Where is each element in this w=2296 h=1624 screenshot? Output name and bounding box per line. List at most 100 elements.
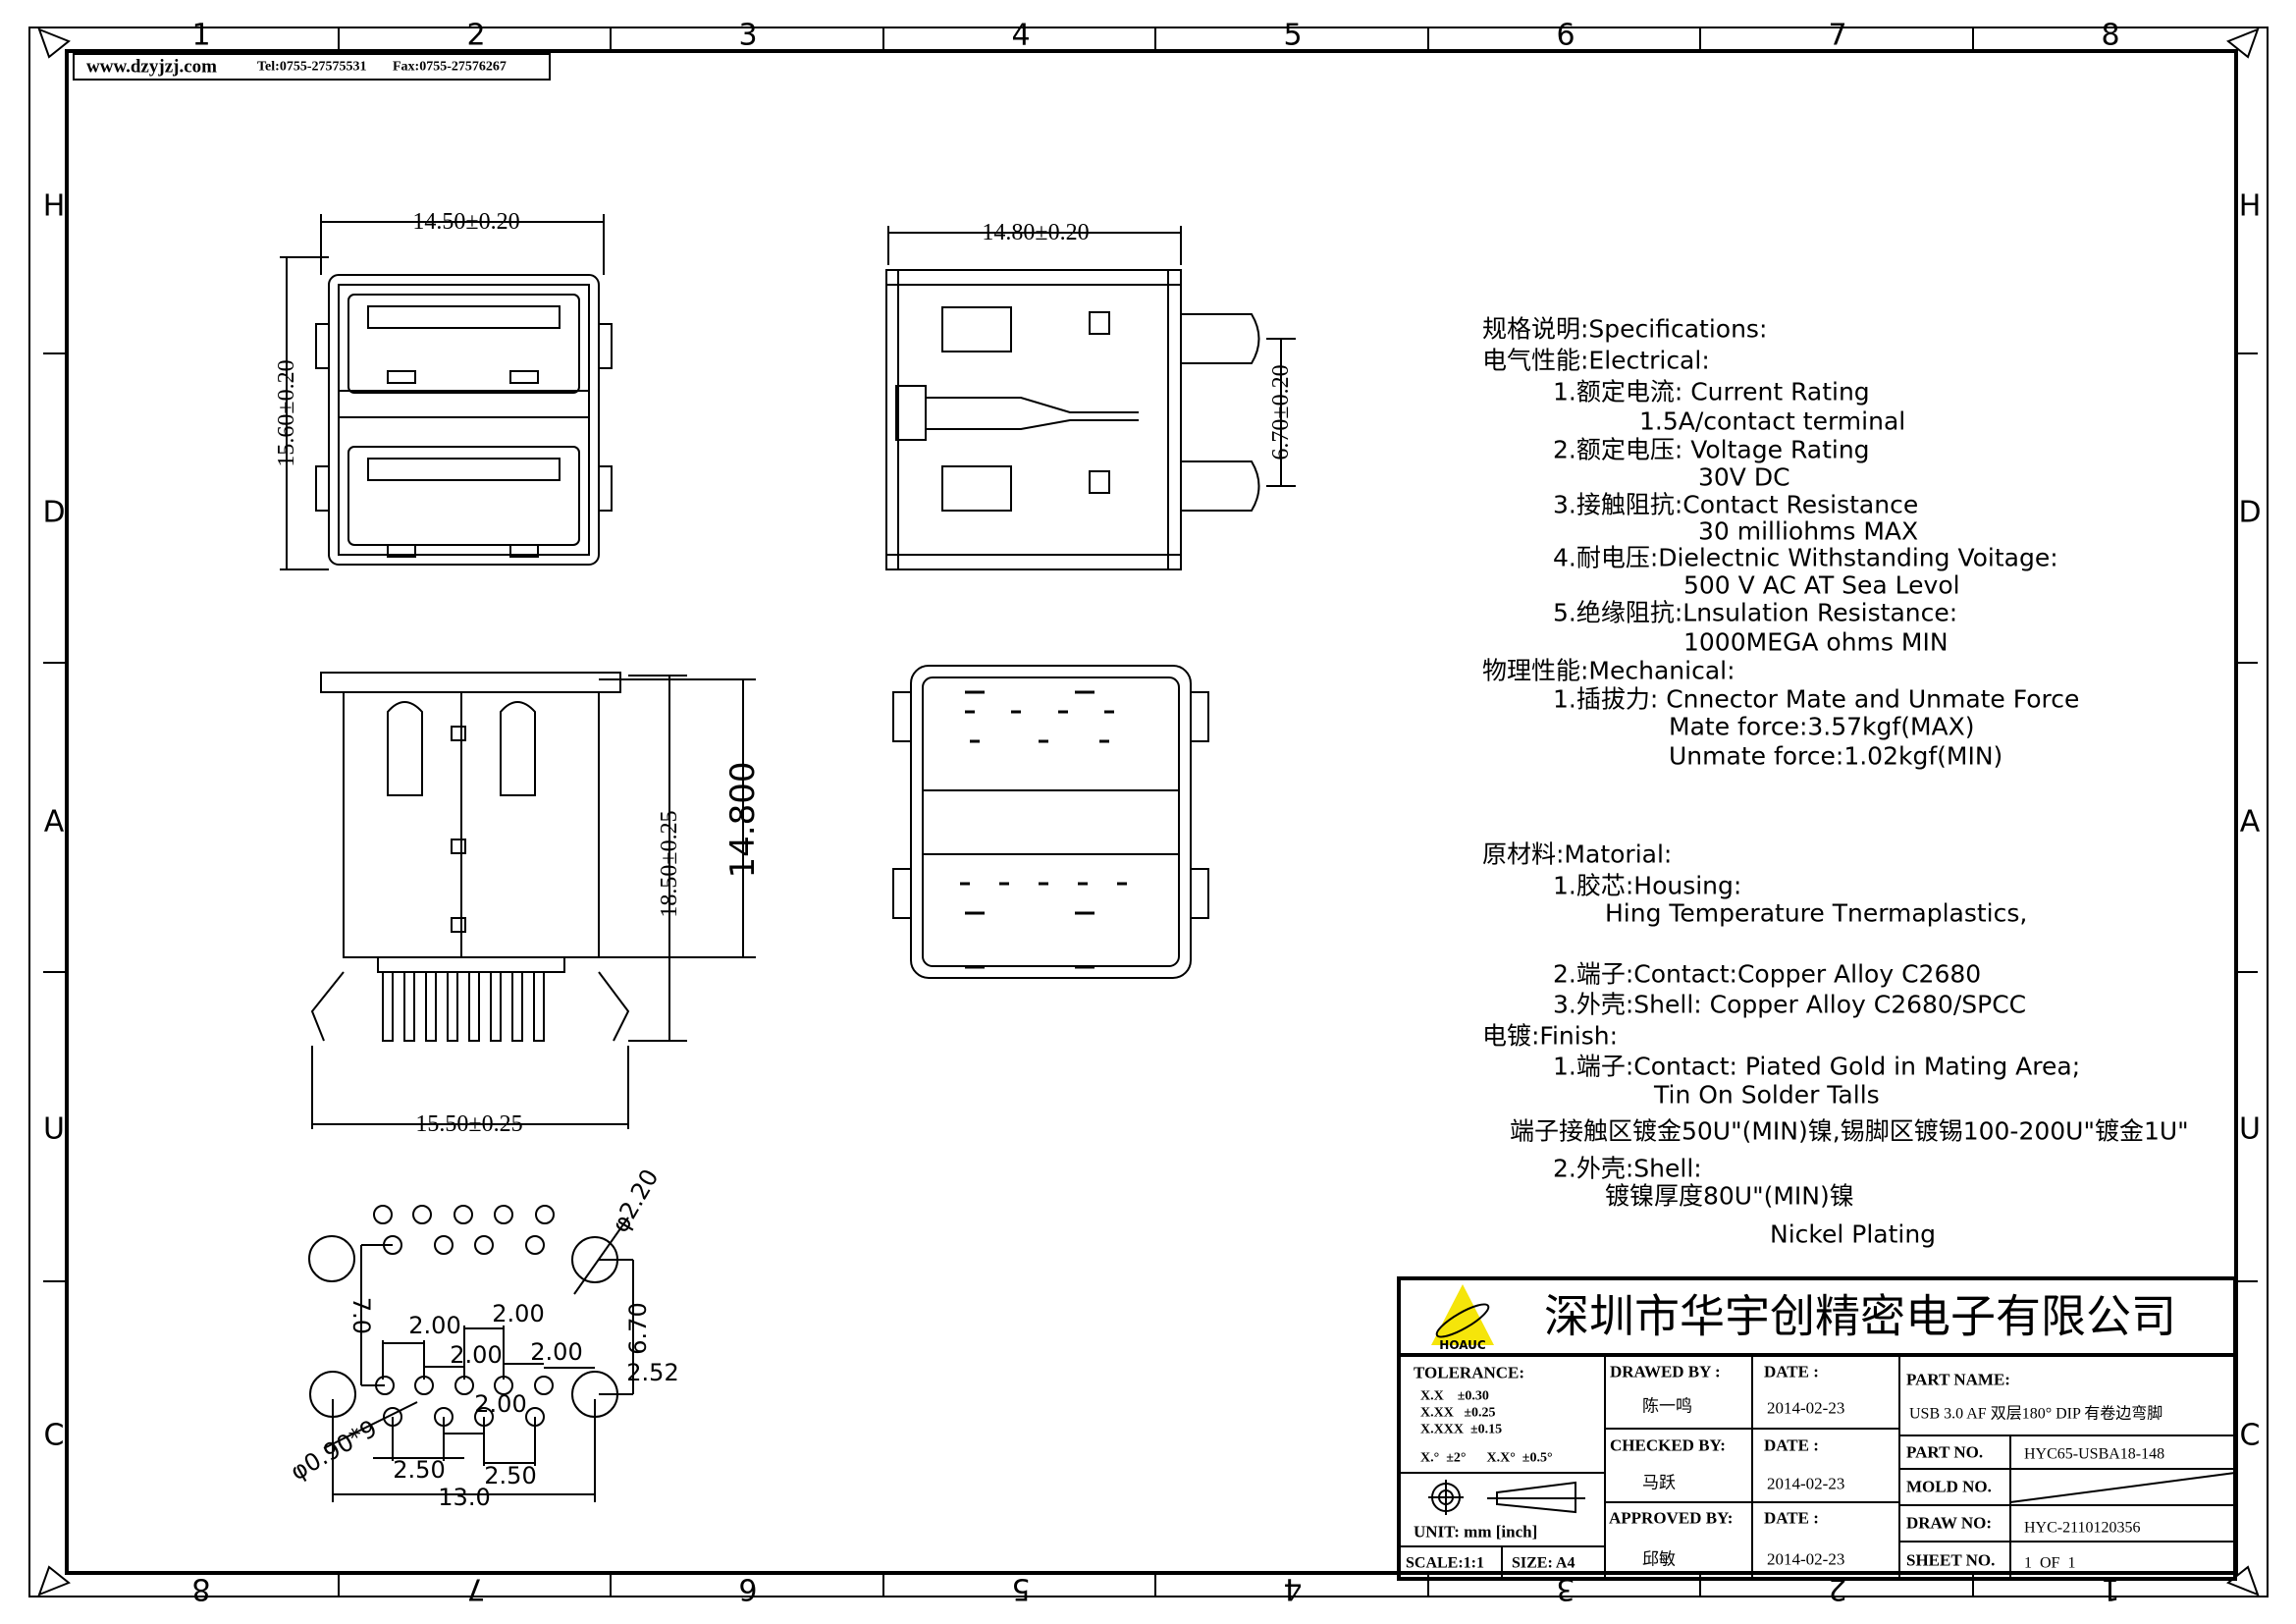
col-label-bottom: 8 — [191, 1572, 210, 1606]
part-name-label: PART NAME: — [1906, 1371, 2010, 1389]
spec-line: 3.接触阻抗:Contact Resistance — [1553, 491, 1918, 519]
size-label: SIZE: A4 — [1512, 1555, 1575, 1572]
row-label: A — [2240, 805, 2261, 839]
dim-row-pitch: 2.50 — [484, 1462, 536, 1489]
unit-label: UNIT: mm [inch] — [1414, 1523, 1537, 1542]
spec-heading: 原材料:Matorial: — [1482, 840, 1672, 869]
dim-rear-height-2: 14.800 — [723, 762, 763, 879]
date-drawed: 2014-02-23 — [1767, 1399, 1844, 1418]
tel-text: Tel:0755-27575531 — [257, 60, 366, 75]
spec-line: 端子接触区镀金50U"(MIN)镍,锡脚区镀锡100-200U"镀金1U" — [1510, 1117, 2189, 1146]
dim-rear-width: 15.50±0.25 — [415, 1111, 522, 1137]
date-label: DATE : — [1764, 1436, 1819, 1455]
row-label: C — [2240, 1419, 2261, 1453]
spec-line: 1.胶芯:Housing: — [1553, 872, 1741, 900]
col-label-bottom: 7 — [466, 1572, 485, 1606]
col-label: 8 — [2101, 19, 2119, 53]
dim-big-hole-dia: φ2.20 — [607, 1164, 665, 1237]
date-label: DATE : — [1764, 1509, 1819, 1528]
col-label: 4 — [1011, 19, 1030, 53]
dim-side-width: 14.80±0.20 — [982, 220, 1089, 245]
side-view — [885, 226, 1296, 570]
spec-line: 30 milliohms MAX — [1698, 517, 1918, 546]
scale-label: SCALE:1:1 — [1406, 1555, 1484, 1572]
col-label: 1 — [191, 19, 210, 53]
spec-line: 1.端子:Contact: Piated Gold in Mating Area… — [1553, 1053, 2080, 1081]
spec-line: 1.额定电流: Current Rating — [1553, 378, 1870, 406]
row-label: U — [2239, 1112, 2261, 1147]
drawed-by-label: DRAWED BY : — [1610, 1363, 1721, 1381]
sheet-no-value: 1 OF 1 — [2024, 1555, 2075, 1572]
logo-text: HOAUC — [1439, 1338, 1486, 1352]
date-approved: 2014-02-23 — [1767, 1550, 1844, 1569]
dim-vertical-right: 6.70 — [624, 1302, 652, 1354]
draw-no-value: HYC-2110120356 — [2024, 1520, 2141, 1537]
dim-vertical-left: 7.0 — [347, 1297, 375, 1334]
spec-line: 2.端子:Contact:Copper Alloy C2680 — [1553, 960, 1981, 989]
spec-heading: 物理性能:Mechanical: — [1482, 657, 1735, 685]
spec-heading: 电气性能:Electrical: — [1482, 347, 1710, 375]
dim-front-height: 15.60±0.20 — [274, 359, 299, 466]
company-name: 深圳市华宇创精密电子有限公司 — [1544, 1292, 2176, 1342]
dim-side-height: 6.70±0.20 — [1268, 364, 1294, 460]
title-block: HOAUC 深圳市华宇创精密电子有限公司 TOLERANCE: X.X ±0.3… — [1397, 1276, 2237, 1581]
spec-line: 4.耐电压:Dielectnic Withstanding Voitage: — [1553, 544, 2058, 572]
dim-pitch: 2.00 — [474, 1390, 526, 1418]
row-label: A — [44, 805, 65, 839]
mold-no-label: MOLD NO. — [1906, 1478, 1992, 1496]
spec-line: 30V DC — [1698, 463, 1790, 492]
drawed-by-name: 陈一鸣 — [1642, 1397, 1692, 1416]
tolerance-label: TOLERANCE: — [1414, 1364, 1524, 1382]
dim-pitch: 2.00 — [530, 1338, 582, 1366]
spec-heading: 电镀:Finish: — [1482, 1022, 1618, 1051]
website-text: www.dzyjzj.com — [86, 57, 217, 78]
spec-line: 5.绝缘阻抗:Lnsulation Resistance: — [1553, 599, 1957, 627]
fax-text: Fax:0755-27576267 — [393, 60, 507, 75]
dim-row-pitch: 2.50 — [393, 1456, 445, 1484]
spec-line: 2.额定电压: Voltage Rating — [1553, 436, 1870, 464]
draw-no-label: DRAW NO: — [1906, 1514, 1992, 1533]
dim-pitch: 2.00 — [450, 1341, 502, 1369]
dim-pitch: 2.00 — [492, 1300, 544, 1327]
specifications: 规格说明:Specifications: 电气性能:Electrical: 1.… — [1482, 315, 2189, 1249]
part-no-label: PART NO. — [1906, 1443, 1983, 1462]
col-label: 3 — [738, 19, 757, 53]
logo-triangle-icon — [1431, 1284, 1494, 1345]
spec-line: 1.5A/contact terminal — [1639, 407, 1905, 436]
dim-pitch: 2.00 — [408, 1312, 460, 1339]
part-no-value: HYC65-USBA18-148 — [2024, 1446, 2164, 1463]
corner-arrow-icons — [37, 27, 2260, 1597]
row-label: U — [43, 1112, 65, 1147]
row-label: H — [43, 189, 66, 224]
col-label-bottom: 6 — [738, 1572, 757, 1606]
tolerance-angle: X.° ±2° X.X° ±0.5° — [1420, 1451, 1553, 1466]
row-label: D — [42, 496, 65, 530]
spec-line: 500 V AC AT Sea Levol — [1683, 571, 1960, 600]
contact-header: www.dzyjzj.com Tel:0755-27575531 Fax:075… — [73, 53, 551, 81]
part-name-value: USB 3.0 AF 双层180° DIP 有卷边弯脚 — [1909, 1405, 2163, 1423]
company-logo: HOAUC — [1431, 1284, 1494, 1352]
spec-line: 2.外壳:Shell: — [1553, 1155, 1702, 1183]
spec-line: Nickel Plating — [1770, 1220, 1936, 1249]
col-label-bottom: 5 — [1011, 1572, 1030, 1606]
approved-by-label: APPROVED BY: — [1609, 1509, 1733, 1528]
spec-line: 3.外壳:Shell: Copper Alloy C2680/SPCC — [1553, 991, 2026, 1019]
date-checked: 2014-02-23 — [1767, 1475, 1844, 1493]
col-label-bottom: 4 — [1283, 1572, 1302, 1606]
row-label: C — [44, 1419, 65, 1453]
spec-line: Hing Temperature Tnermaplastics, — [1605, 899, 2027, 928]
checked-by-name: 马跃 — [1642, 1474, 1676, 1492]
approved-by-name: 邱敏 — [1642, 1550, 1676, 1569]
spec-heading: 规格说明:Specifications: — [1482, 315, 1767, 344]
sheet-no-label: SHEET NO. — [1906, 1551, 1995, 1570]
row-label: D — [2238, 496, 2261, 530]
tolerance-xx: X.X ±0.30 — [1420, 1389, 1489, 1404]
spec-line: Mate force:3.57kgf(MAX) — [1669, 713, 1975, 741]
spec-line: Tin On Solder Talls — [1653, 1081, 1880, 1110]
spec-line: Unmate force:1.02kgf(MIN) — [1669, 742, 2002, 771]
spec-line: 1.插拔力: Cnnector Mate and Unmate Force — [1553, 685, 2079, 714]
spec-line: 1000MEGA ohms MIN — [1683, 628, 1949, 657]
checked-by-label: CHECKED BY: — [1610, 1436, 1726, 1455]
tolerance-xxx: X.XX ±0.25 — [1420, 1406, 1496, 1421]
